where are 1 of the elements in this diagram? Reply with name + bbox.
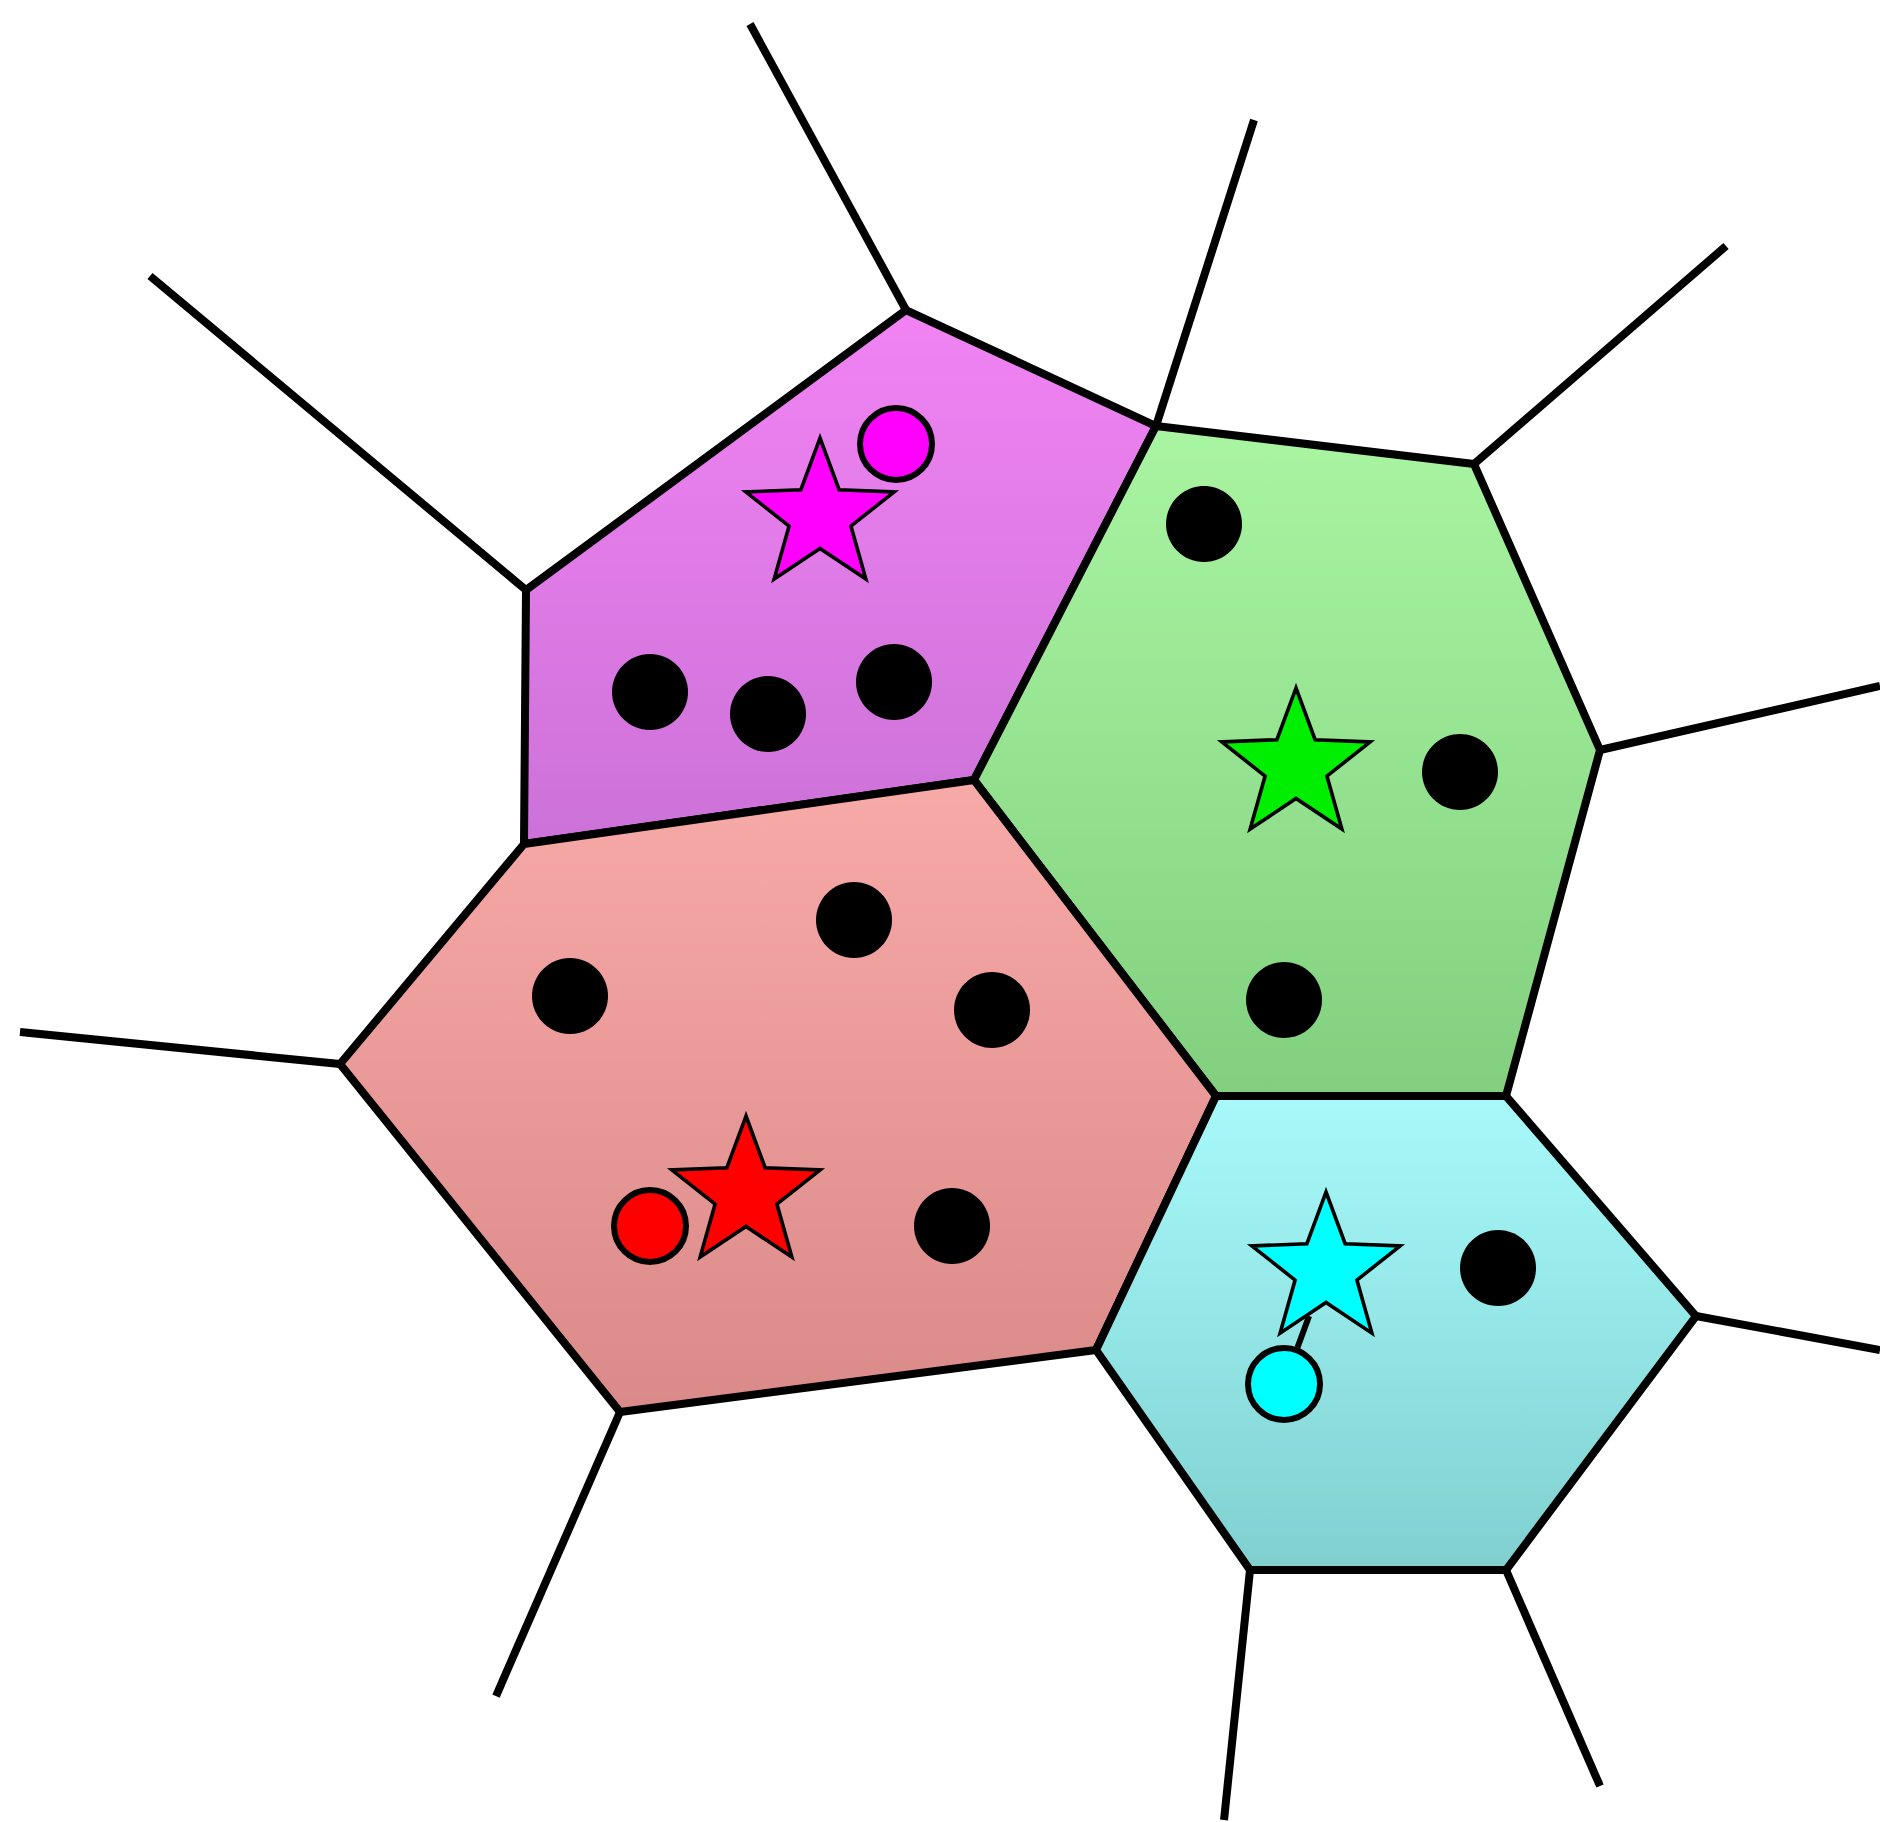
connector-line <box>1294 1314 1312 1349</box>
